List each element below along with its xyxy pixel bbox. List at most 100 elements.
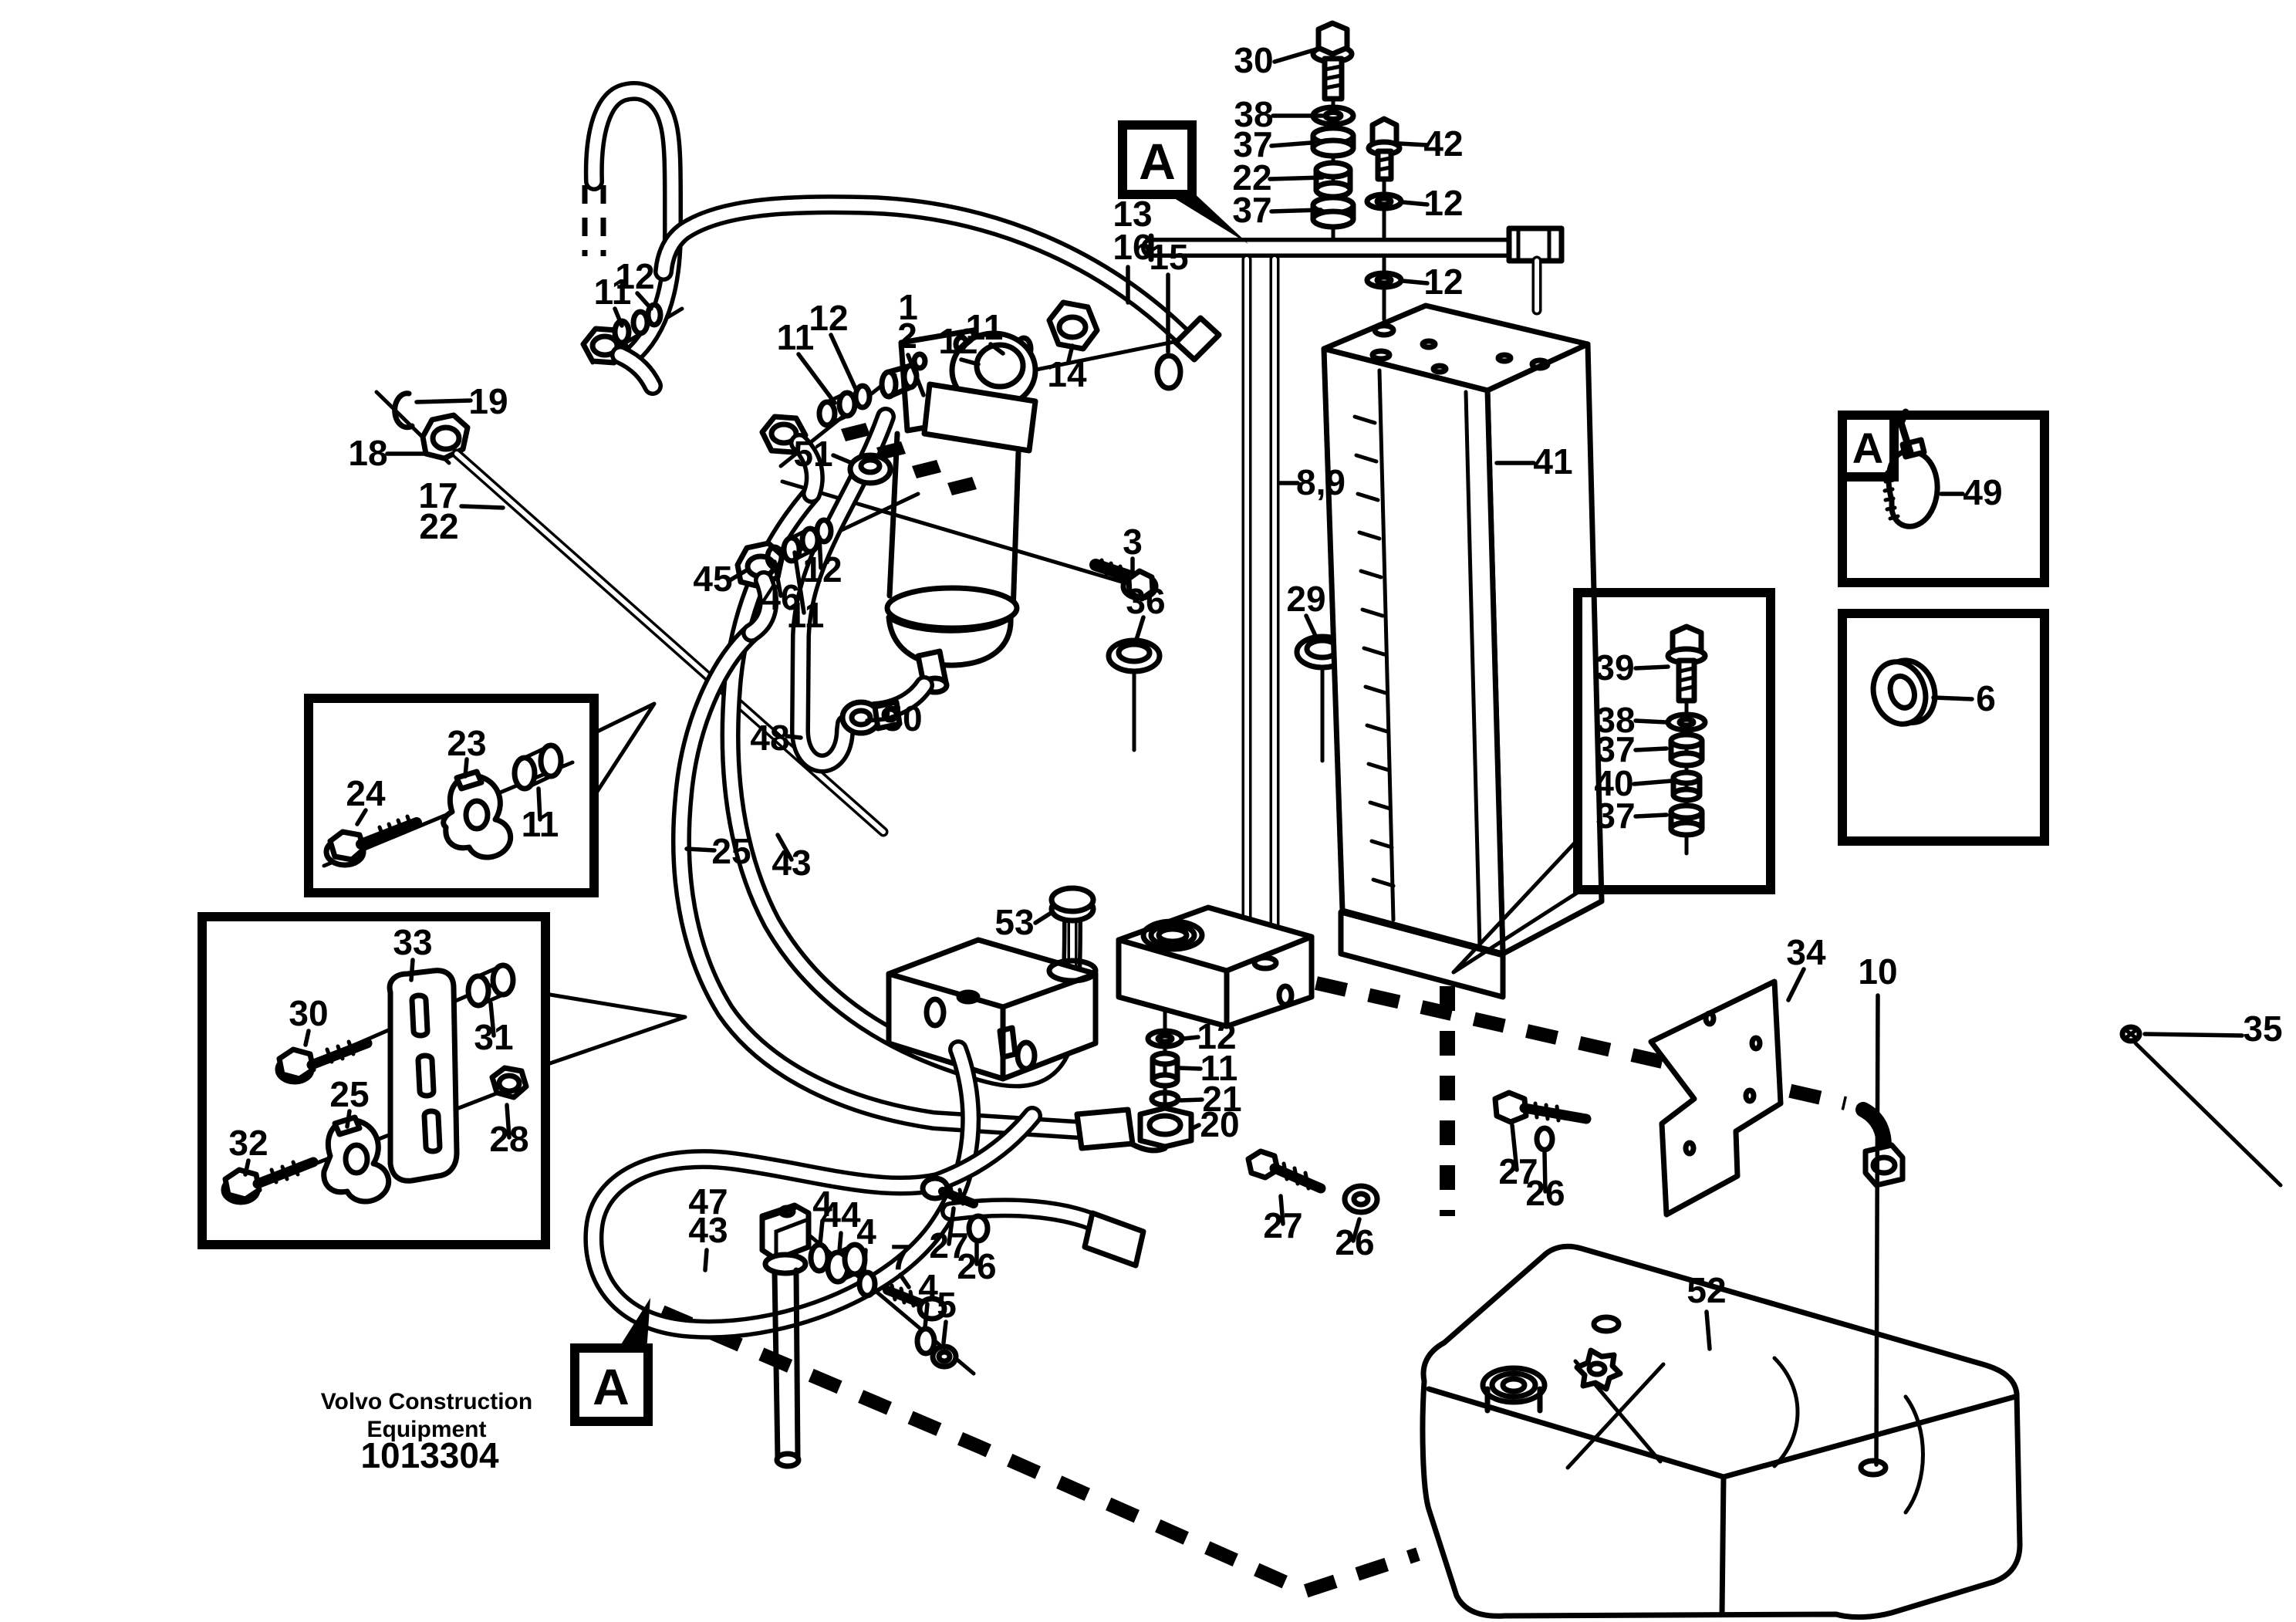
callout-31-box2: 31 [474,1017,513,1057]
callout-12-cooler1: 12 [1423,183,1463,223]
hose-16-ferrule [1173,315,1222,363]
callout-42: 42 [1423,123,1463,164]
view-marker-box-bottom [570,1298,653,1426]
bolt-27-mid [1245,1148,1380,1215]
callout-37-top2: 37 [1232,190,1271,230]
filter-head-body [921,381,1038,454]
hose-47-loop [583,1039,1146,1340]
bracket-left [886,937,1099,1082]
callout-5: 5 [937,1285,957,1325]
fuel-tank-52 [1420,1243,2023,1620]
washer-26-left [966,1213,991,1244]
callout-53: 53 [994,902,1034,942]
washer-26-mid [1342,1183,1380,1215]
drawing-number: 1013304 [360,1435,498,1475]
bolt-39 [1665,623,1708,704]
callout-21: 21 [1202,1079,1241,1119]
callout-12-head-right: 12 [938,321,977,361]
callout-36: 36 [1126,581,1165,621]
hose-25-sleeve [1074,1107,1136,1151]
callout-43-bottom: 43 [688,1210,728,1250]
spacer-40 [1670,769,1703,803]
callout-37-box3b: 37 [1595,796,1635,836]
view-marker-a-bottom: A [593,1358,630,1415]
callout-24-box1: 24 [346,773,386,813]
tank-filler-neck [1480,1365,1548,1414]
callout-49: 49 [1963,472,2002,512]
plug-5 [930,1343,959,1370]
cooler-base [1338,909,1506,1000]
callout-38-box3: 38 [1595,700,1635,740]
grommet-6 [1870,657,1938,727]
bolt-42-stack [1364,116,1404,290]
callout-33-box2: 33 [393,922,432,962]
screw-35 [2119,1024,2142,1044]
hose-47-sleeve [1082,1210,1146,1269]
callout-34: 34 [1786,932,1826,972]
callout-41: 41 [1533,441,1572,482]
bushing-31 [465,962,516,1009]
tank-sender-port [1858,1458,1889,1478]
detail-box-5 [1838,609,2049,846]
callout-12-cooler2: 12 [1423,262,1463,302]
callout-43-hose: 43 [772,843,811,883]
nut-14 [1046,299,1100,352]
callout-7: 7 [890,1237,910,1277]
bracket-right [1116,904,1315,1029]
callout-4-b: 4 [856,1211,876,1252]
callout-11-stack: 11 [1200,1048,1238,1088]
spacer-22-top [1313,160,1353,200]
callout-11-box1: 11 [522,804,559,844]
callout-12-head-left: 12 [809,298,848,338]
callout-52: 52 [1687,1270,1726,1310]
callout-11-head-left: 11 [777,317,815,357]
bushing-37-top2 [1310,194,1356,230]
washer-4-b [856,1269,878,1299]
callout-30-box2: 30 [289,993,328,1033]
callout-12-elbow45: 12 [802,549,842,590]
detail-box-2 [198,912,687,1249]
callout-18: 18 [348,433,387,473]
callout-8-9: 8,9 [1296,462,1346,502]
clamp-50 [839,675,934,736]
detail-box-3 [1451,588,1775,975]
clamp-25-box2 [321,1114,392,1205]
elbow-20 [1128,1105,1194,1154]
bolt-24 [323,814,422,868]
callout-11-elbow45: 11 [787,595,825,635]
callout-10: 10 [1858,951,1897,992]
bolt-27-left [920,1175,991,1244]
callout-37-top: 37 [1233,124,1272,164]
callout-48: 48 [750,718,789,758]
callout-11-head-right: 11 [966,307,1004,347]
fitting-11-stack [1150,1050,1180,1089]
elbow-hose43-group [759,383,873,504]
assembly-axis-lines [229,98,2283,1376]
fuel-sensor-47 [759,1202,959,1469]
washer-4-c [914,1326,937,1357]
brand-line-1: Volvo Construction [321,1389,532,1414]
ring-21 [1149,1090,1181,1108]
callout-40-box3: 40 [1594,763,1633,803]
callout-26-left: 26 [957,1246,996,1286]
washer-12-head-left [853,383,873,411]
elbow-10 [1855,1102,1906,1188]
callout-25-hose: 25 [711,831,751,871]
callout-47: 47 [688,1181,728,1222]
callout-51: 51 [793,434,832,474]
fuel-filter-assembly [841,327,1038,695]
washer-38-top [1310,104,1356,127]
pipes-8-9 [1141,225,1565,945]
callout-27-mid: 27 [1263,1205,1302,1245]
callout-44: 44 [821,1195,861,1235]
tank-cap [1574,1347,1623,1392]
bolt-32 [221,1157,319,1205]
hose-48 [789,407,896,774]
bushing-37-top [1310,125,1356,159]
callout-4-a: 4 [812,1184,832,1224]
grommet-51 [847,452,893,486]
callout-3: 3 [1123,522,1143,562]
nut-28 [489,1065,529,1100]
